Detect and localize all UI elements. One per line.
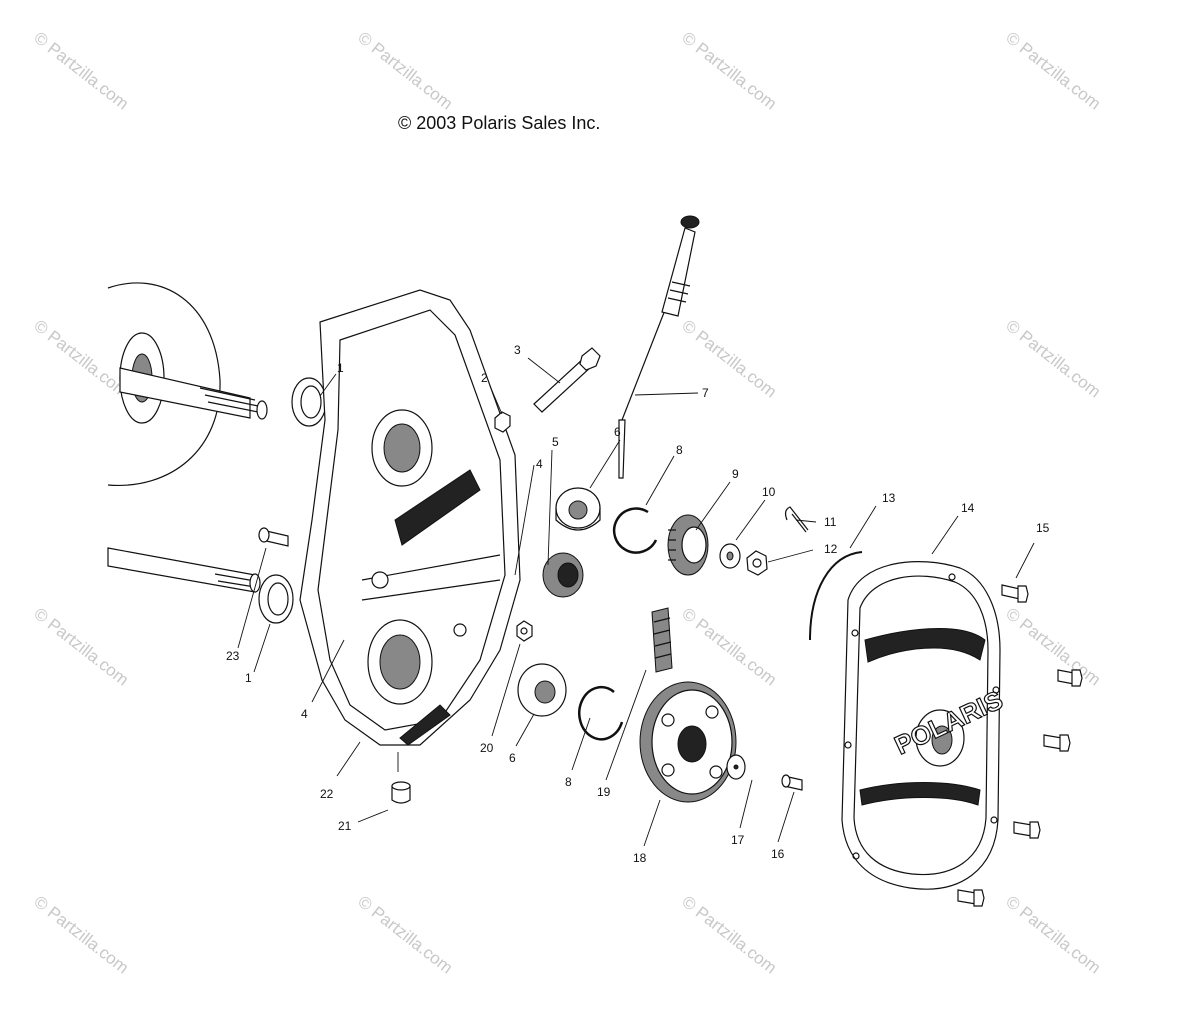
washer-10 bbox=[719, 543, 741, 569]
dipstick-7 bbox=[618, 215, 700, 479]
callout-20: 20 bbox=[480, 741, 494, 755]
callout-23: 23 bbox=[226, 649, 240, 663]
seal-lower bbox=[258, 574, 294, 624]
bolt-15 bbox=[1043, 734, 1071, 752]
callout-3: 3 bbox=[514, 343, 521, 357]
callout-4: 4 bbox=[536, 457, 543, 471]
callout-5: 5 bbox=[552, 435, 559, 449]
callout-14: 14 bbox=[961, 501, 975, 515]
callout-13: 13 bbox=[882, 491, 896, 505]
chaincase-cover-14: POLARIS bbox=[841, 561, 1008, 890]
castle-nut-12 bbox=[746, 550, 768, 576]
chain-19 bbox=[651, 607, 673, 673]
bolt-15 bbox=[957, 889, 985, 907]
callout-labels: 1 2 3 5 7 6 4 8 9 10 11 12 13 14 15 23 1… bbox=[226, 343, 1050, 865]
callout-11: 11 bbox=[824, 515, 837, 529]
nut-20 bbox=[516, 620, 533, 642]
callout-2: 2 bbox=[481, 371, 488, 385]
cotter-pin-11 bbox=[784, 506, 809, 533]
sprocket-18 bbox=[639, 681, 737, 803]
callout-1: 1 bbox=[337, 361, 344, 375]
bolt-15 bbox=[1001, 584, 1029, 603]
upper-shaft bbox=[119, 367, 268, 420]
callout-6: 6 bbox=[614, 425, 621, 439]
bearing-6-lower bbox=[517, 663, 567, 717]
nut-2 bbox=[494, 411, 511, 433]
callout-7: 7 bbox=[702, 386, 709, 400]
callout-16: 16 bbox=[771, 847, 785, 861]
callout-18: 18 bbox=[633, 851, 647, 865]
drive-sheave bbox=[107, 282, 221, 487]
bolt-3 bbox=[533, 347, 601, 413]
callout-8: 8 bbox=[676, 443, 683, 457]
bolt-16 bbox=[781, 774, 803, 791]
chaincase-housing bbox=[299, 289, 521, 746]
bolt-15 bbox=[1057, 669, 1083, 687]
callout-8b: 8 bbox=[565, 775, 572, 789]
copyright-text: © 2003 Polaris Sales Inc. bbox=[398, 113, 601, 133]
callout-1b: 1 bbox=[245, 671, 252, 685]
snap-ring-8-upper bbox=[612, 507, 658, 554]
callout-19: 19 bbox=[597, 785, 611, 799]
callout-21: 21 bbox=[338, 819, 352, 833]
snap-ring-8-lower bbox=[578, 685, 624, 741]
callout-10: 10 bbox=[762, 485, 776, 499]
callout-9: 9 bbox=[732, 467, 739, 481]
callout-15: 15 bbox=[1036, 521, 1050, 535]
bearing-6-upper bbox=[555, 487, 601, 531]
leader-lines bbox=[237, 357, 1035, 847]
callout-4b: 4 bbox=[301, 707, 308, 721]
callout-22: 22 bbox=[320, 787, 334, 801]
callout-17: 17 bbox=[731, 833, 745, 847]
washer-17 bbox=[726, 754, 746, 780]
lower-shaft bbox=[107, 547, 261, 593]
plug-21 bbox=[391, 781, 411, 804]
bolt-15 bbox=[1013, 821, 1041, 839]
tensioner-5 bbox=[542, 552, 584, 598]
callout-6b: 6 bbox=[509, 751, 516, 765]
sprocket-9 bbox=[667, 514, 709, 576]
seal-upper bbox=[291, 377, 327, 427]
gasket-13 bbox=[809, 551, 863, 641]
bolt-23 bbox=[258, 527, 289, 547]
callout-12: 12 bbox=[824, 542, 838, 556]
